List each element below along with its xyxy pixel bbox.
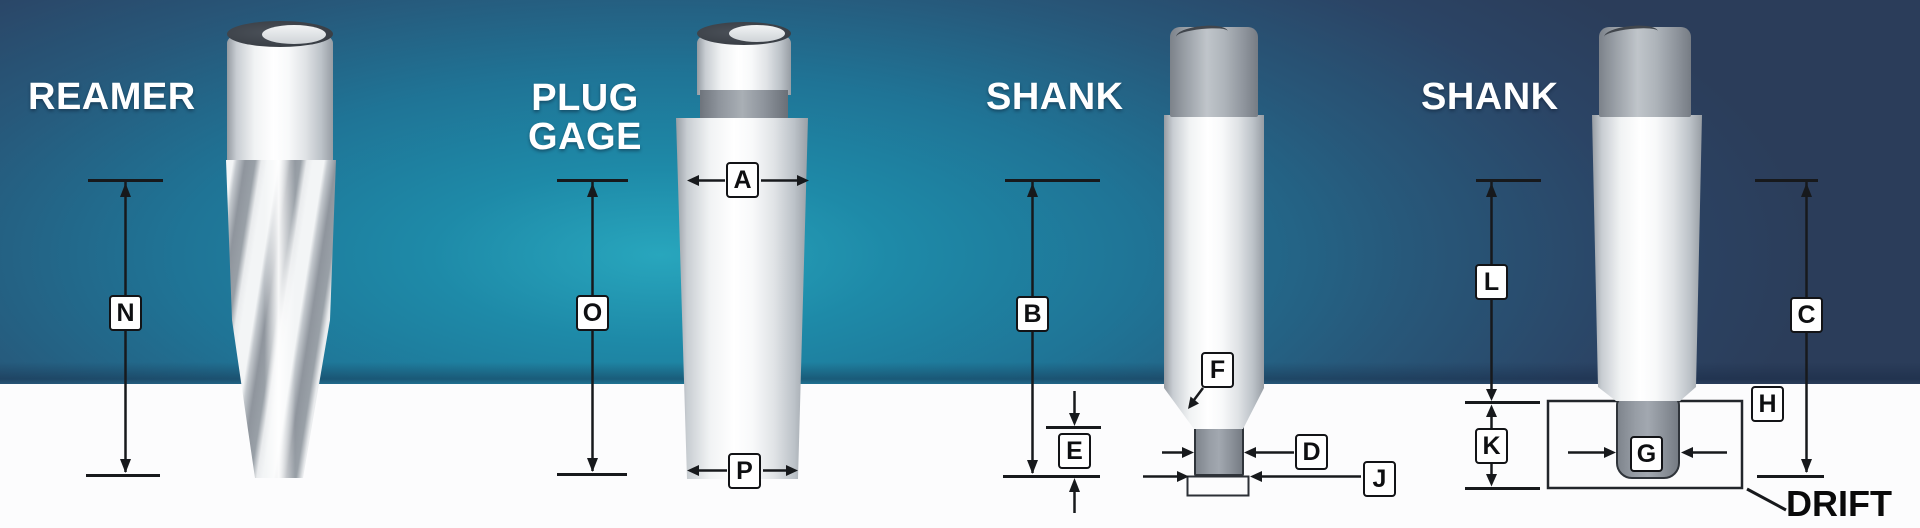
shank-1-cap	[1170, 27, 1258, 117]
reamer-shank-cylinder	[227, 27, 333, 165]
shank-2-title: SHANK	[1421, 76, 1559, 118]
dim-label-c: C	[1790, 297, 1823, 333]
dim-label-a: A	[726, 162, 759, 198]
dimension-lines	[124, 179, 1808, 513]
shank-2-cap	[1599, 27, 1691, 117]
dimension-ticks	[86, 179, 1824, 490]
plug-gage-collar	[700, 90, 788, 119]
dim-label-d: D	[1295, 434, 1328, 470]
dimension-arrowheads	[120, 175, 1812, 492]
reamer-title: REAMER	[28, 76, 196, 118]
dim-label-k: K	[1475, 428, 1508, 464]
drift-label: DRIFT	[1786, 483, 1892, 524]
shank-2-body	[1592, 115, 1702, 401]
shank-1-slot-outline	[1186, 475, 1250, 497]
dim-label-b: B	[1016, 296, 1049, 332]
plug-gage-top-highlight	[729, 25, 785, 42]
dim-label-e: E	[1058, 433, 1091, 469]
dim-label-p: P	[728, 453, 761, 489]
plug-gage-title: PLUG GAGE	[528, 77, 642, 158]
dim-label-j: J	[1363, 461, 1396, 497]
dim-label-l: L	[1475, 264, 1508, 300]
drift-leader-line	[1746, 487, 1787, 512]
dim-label-h: H	[1751, 386, 1784, 422]
reamer-top-highlight	[262, 25, 326, 44]
dim-label-f: F	[1201, 352, 1234, 388]
dim-label-g: G	[1630, 436, 1663, 472]
dim-label-o: O	[576, 295, 609, 331]
dim-label-n: N	[109, 295, 142, 331]
shank-1-title: SHANK	[986, 76, 1124, 118]
